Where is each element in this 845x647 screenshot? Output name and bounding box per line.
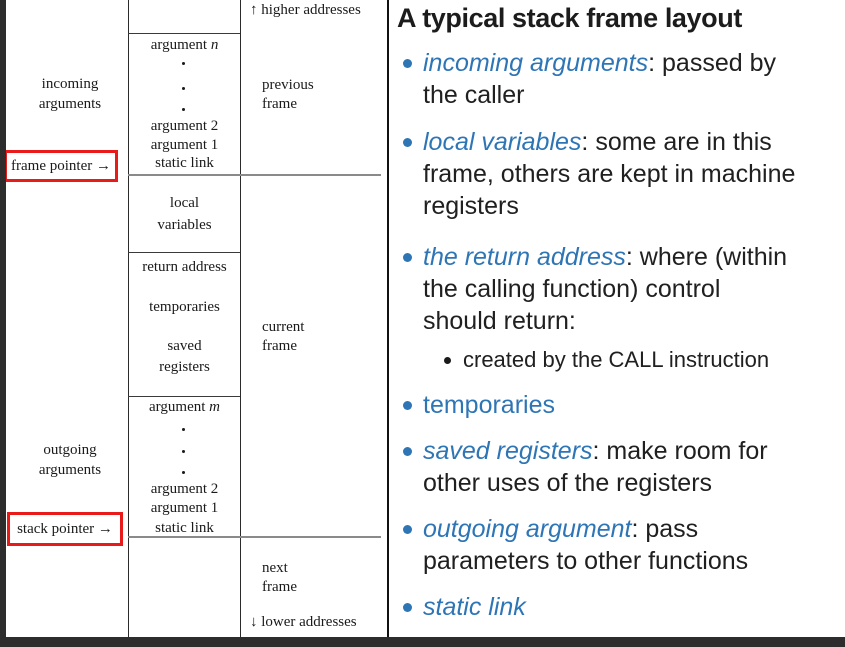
cell-argument-n-var: n <box>210 37 219 53</box>
cell-divider-saved <box>128 396 240 397</box>
stack-column-left-line <box>128 0 129 637</box>
previous-frame-label: previous frame <box>262 76 314 114</box>
incoming-arguments-line2: arguments <box>38 96 102 112</box>
ellipsis-dot <box>182 428 185 431</box>
bullet-text: parameters to other functions <box>423 547 749 575</box>
bullet-icon <box>403 447 412 456</box>
stack-pointer-box: stack pointer → <box>7 512 123 546</box>
ellipsis-dot <box>182 62 185 65</box>
lower-addresses-label: ↓ lower addresses <box>250 614 357 630</box>
current-frame-line1: current <box>262 319 305 335</box>
next-frame-label: next frame <box>262 559 297 597</box>
cell-argument-2-incoming: argument 2 <box>150 118 219 134</box>
bullet-term: the return address <box>423 243 626 271</box>
cell-argument-m-var: m <box>209 399 220 415</box>
bullet-icon <box>403 603 412 612</box>
cell-static-link-incoming: static link <box>155 155 214 171</box>
cell-local-variables-line2: variables <box>157 217 212 233</box>
slide-left-edge <box>0 0 6 647</box>
bullet-text: should return: <box>423 307 576 335</box>
bullet-text: the calling function) control <box>423 275 721 303</box>
bullet-temporaries: temporaries <box>400 389 842 421</box>
current-frame-label: current frame <box>262 318 304 356</box>
incoming-arguments-label: incoming arguments <box>14 74 126 114</box>
cell-divider-locals <box>128 252 240 253</box>
bullet-term: temporaries <box>423 391 555 419</box>
previous-frame-line2: frame <box>262 96 297 112</box>
bullet-saved-registers: saved registers: make room for other use… <box>400 435 842 499</box>
bullet-term: outgoing argument <box>423 515 632 543</box>
bullet-text: : pass <box>631 515 699 543</box>
bullet-outgoing-argument: outgoing argument: pass parameters to ot… <box>400 513 842 577</box>
bullet-local-variables: local variables: some are in this frame,… <box>400 126 842 222</box>
current-frame-line2: frame <box>262 338 297 354</box>
bullet-icon <box>403 253 412 262</box>
ellipsis-dot <box>182 108 185 111</box>
bullet-icon <box>403 525 412 534</box>
cell-argument-2-outgoing: argument 2 <box>150 481 219 497</box>
higher-addresses-label: ↑ higher addresses <box>250 2 361 18</box>
cell-argument-n: argument n <box>129 35 240 55</box>
cell-local-variables-line1: local <box>169 195 200 211</box>
stack-pointer-label: stack pointer → <box>17 520 113 537</box>
cell-temporaries: temporaries <box>149 299 220 315</box>
bullet-term: static link <box>423 593 526 621</box>
outgoing-arguments-line2: arguments <box>38 462 102 478</box>
bullet-static-link: static link <box>400 591 842 623</box>
bullet-text: : make room for <box>592 437 768 465</box>
outgoing-arguments-line1: outgoing <box>43 442 97 458</box>
cell-argument-1-incoming: argument 1 <box>150 137 219 153</box>
bullet-incoming-arguments: incoming arguments: passed by the caller <box>400 47 842 111</box>
next-frame-line2: frame <box>262 579 297 595</box>
bullet-text: other uses of the registers <box>423 469 713 497</box>
bullet-icon <box>403 138 412 147</box>
cell-argument-m-word: argument <box>149 399 206 415</box>
sub-bullet-icon <box>444 357 451 364</box>
cell-saved-registers-line2: registers <box>159 359 210 375</box>
bullet-term: saved registers <box>423 437 593 465</box>
cell-argument-n-word: argument <box>150 37 208 53</box>
sub-bullet-call-instruction: created by the CALL instruction <box>441 344 841 376</box>
cell-argument-1-outgoing: argument 1 <box>150 500 219 516</box>
cell-saved-registers: saved registers <box>129 336 240 378</box>
bullet-text: the caller <box>423 81 525 109</box>
bullet-text: : where (within <box>625 243 788 271</box>
bullet-text: frame, others are kept in machine <box>423 160 796 188</box>
bullet-icon <box>403 401 412 410</box>
incoming-arguments-line1: incoming <box>41 76 99 92</box>
bullet-return-address: the return address: where (within the ca… <box>400 241 842 337</box>
panel-divider <box>387 0 389 637</box>
stack-pointer-boundary-line <box>128 536 381 538</box>
bullet-text: registers <box>423 192 519 220</box>
stack-column-right-line <box>240 0 241 637</box>
bullet-term: incoming arguments <box>423 49 649 77</box>
bullet-term: local variables <box>423 128 582 156</box>
ellipsis-dot <box>182 87 185 90</box>
bullet-text: : passed by <box>648 49 776 77</box>
bullet-text: : some are in this <box>581 128 772 156</box>
cell-return-address: return address <box>142 259 227 275</box>
ellipsis-dot <box>182 471 185 474</box>
cell-static-link-outgoing: static link <box>155 520 214 536</box>
frame-pointer-label: frame pointer → <box>11 157 111 174</box>
next-frame-line1: next <box>262 560 288 576</box>
bullet-icon <box>403 59 412 68</box>
page-title: A typical stack frame layout <box>397 3 742 33</box>
cell-saved-registers-line1: saved <box>167 338 202 354</box>
previous-frame-line1: previous <box>262 77 314 93</box>
ellipsis-dot <box>182 450 185 453</box>
frame-pointer-box: frame pointer → <box>4 150 118 182</box>
frame-pointer-boundary-line <box>128 174 381 176</box>
cell-argument-m: argument m <box>129 397 240 417</box>
sub-bullet-text: created by the CALL instruction <box>463 347 770 372</box>
cell-divider-top <box>128 33 240 34</box>
cell-local-variables: local variables <box>129 192 240 236</box>
slide-bottom-edge <box>0 637 845 647</box>
outgoing-arguments-label: outgoing arguments <box>14 440 126 480</box>
